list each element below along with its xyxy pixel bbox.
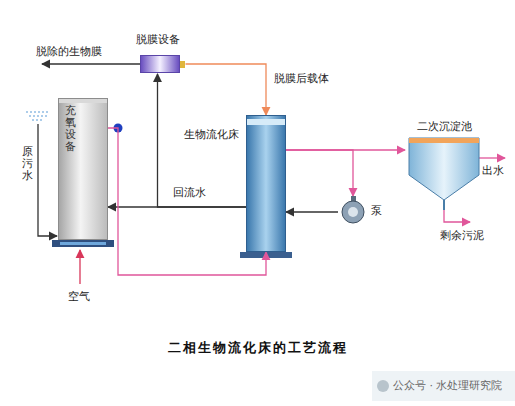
sludge-label: 剩余污泥 bbox=[440, 229, 484, 242]
air-diffuser bbox=[60, 242, 106, 245]
node-label: 二次沉淀池 bbox=[405, 120, 483, 133]
flow-label: 脱膜后载体 bbox=[273, 72, 330, 85]
biofilm-outlet bbox=[42, 63, 140, 64]
secondary-clarifier: 二次沉淀池 bbox=[405, 120, 483, 210]
effluent-pipe bbox=[479, 157, 505, 158]
air-pipe bbox=[79, 250, 80, 284]
node-label: 泵 bbox=[371, 204, 382, 217]
water-surface bbox=[247, 119, 285, 125]
flow-line bbox=[286, 211, 338, 212]
tank-base bbox=[52, 240, 114, 247]
flow-line bbox=[286, 150, 353, 196]
fluidized-bed: 生物流化床 bbox=[246, 115, 286, 252]
oxygenation-tank: 充氧设备 bbox=[58, 98, 108, 240]
watermark-band bbox=[372, 371, 515, 401]
flow-line bbox=[108, 128, 266, 275]
clarifier-shape bbox=[405, 120, 483, 210]
watermark-icon bbox=[377, 380, 389, 392]
flow-line bbox=[186, 64, 267, 115]
water-surface bbox=[59, 99, 107, 103]
effluent-label: 出水 bbox=[482, 164, 504, 177]
node-label: 生物流化床 bbox=[184, 128, 239, 141]
flow-line bbox=[108, 206, 246, 207]
node-label: 充氧设备 bbox=[65, 105, 76, 153]
outlet-label: 脱除的生物膜 bbox=[36, 45, 102, 58]
stripping-unit: 脱膜设备 bbox=[125, 33, 190, 74]
sewage-pipe bbox=[38, 124, 57, 236]
node-label: 脱膜设备 bbox=[125, 33, 190, 46]
flow-line bbox=[158, 74, 247, 207]
sludge-pipe bbox=[444, 210, 470, 222]
figure-caption: 二相生物流化床的工艺流程 bbox=[0, 340, 515, 356]
sprinkle-icon bbox=[26, 112, 50, 120]
inlet-label: 原污水 bbox=[22, 146, 33, 182]
pump: 泵 bbox=[338, 196, 390, 226]
flow-label: 回流水 bbox=[172, 186, 207, 199]
pump-symbol bbox=[338, 196, 368, 226]
watermark: 公众号 · 水处理研究院 bbox=[393, 379, 503, 392]
connector-stub bbox=[180, 61, 185, 68]
stripping-box bbox=[140, 55, 180, 73]
air-label: 空气 bbox=[68, 290, 90, 303]
